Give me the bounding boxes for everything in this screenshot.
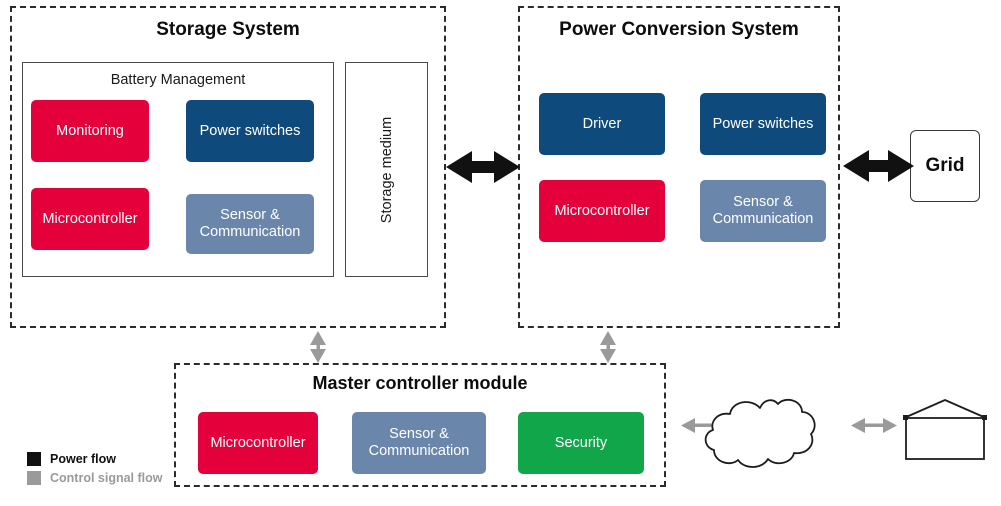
- utility-label: Utility: [926, 419, 959, 434]
- legend-item-control-signal-flow: Control signal flow: [27, 471, 163, 485]
- storage-medium-container: Storage medium: [345, 62, 428, 277]
- legend: Power flow Control signal flow: [27, 452, 163, 490]
- control-flow-arrow-storage-master: [310, 331, 326, 363]
- power-flow-arrow-storage-pcs: [446, 151, 520, 183]
- grid-box[interactable]: Grid: [910, 130, 980, 202]
- storage-medium-label: Storage medium: [378, 116, 395, 223]
- chip-microcontroller-pcs[interactable]: Microcontroller: [539, 180, 665, 242]
- legend-label-power-flow: Power flow: [50, 452, 116, 466]
- legend-item-power-flow: Power flow: [27, 452, 163, 466]
- chip-microcontroller-bms[interactable]: Microcontroller: [31, 188, 149, 250]
- chip-microcontroller-master[interactable]: Microcontroller: [198, 412, 318, 474]
- control-flow-swatch: [27, 471, 41, 485]
- storage-system-title: Storage System: [156, 19, 300, 40]
- control-flow-arrow-master-internet: [681, 418, 729, 433]
- chip-sensor-communication-master[interactable]: Sensor & Communication: [352, 412, 486, 474]
- chip-security[interactable]: Security: [518, 412, 644, 474]
- internet-label: Internet: [760, 413, 808, 429]
- chip-sensor-communication-bms[interactable]: Sensor & Communication: [186, 194, 314, 254]
- power-conversion-system-container: [518, 6, 840, 328]
- master-controller-title: Master controller module: [312, 373, 528, 393]
- chip-driver[interactable]: Driver: [539, 93, 665, 155]
- chip-power-switches-pcs[interactable]: Power switches: [700, 93, 826, 155]
- legend-label-control-signal-flow: Control signal flow: [50, 471, 163, 485]
- control-flow-arrow-internet-utility: [851, 418, 897, 433]
- power-flow-arrow-pcs-grid: [843, 150, 914, 182]
- battery-management-title: Battery Management: [110, 72, 246, 88]
- chip-monitoring[interactable]: Monitoring: [31, 100, 149, 162]
- chip-sensor-communication-pcs[interactable]: Sensor & Communication: [700, 180, 826, 242]
- internet-cloud-icon: [704, 398, 816, 468]
- control-flow-arrow-pcs-master: [600, 331, 616, 363]
- power-flow-swatch: [27, 452, 41, 466]
- power-conversion-system-title: Power Conversion System: [559, 19, 799, 40]
- chip-power-switches-bms[interactable]: Power switches: [186, 100, 314, 162]
